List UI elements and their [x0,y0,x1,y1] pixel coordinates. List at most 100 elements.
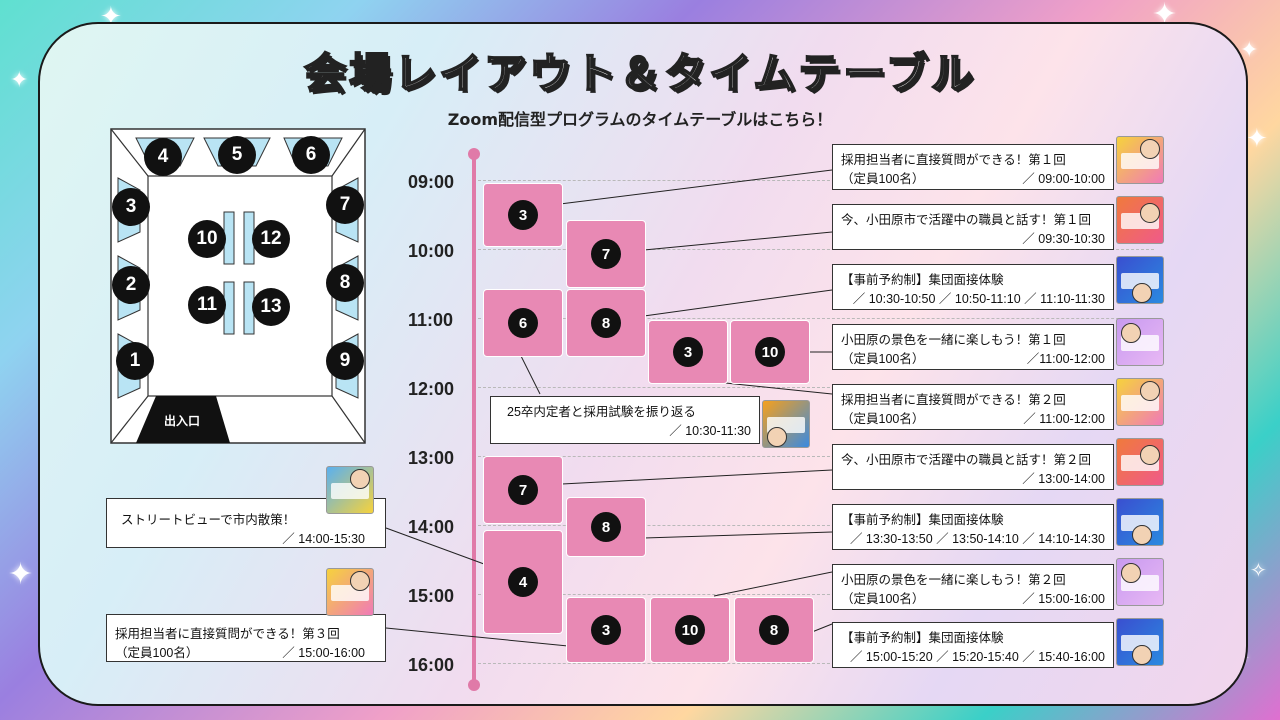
time-label: 16:00 [408,655,455,675]
event-capacity: （定員100名） [115,646,199,660]
event-title: ストリートビューで市内散策！ [121,513,296,527]
booth-12: 12 [252,220,290,258]
gridline [478,525,1154,526]
event-title: 採用担当者に直接質問ができる！第１回 [841,153,1066,167]
event-card[interactable]: 【事前予約制】集団面接体験 ／ 15:00-15:20 ／ 15:20-15:4… [832,622,1114,668]
event-title: 25卒内定者と採用試験を振り返る [507,405,696,419]
event-time: ／11:00-12:00 [1026,352,1105,366]
schedule-block[interactable]: 7 [566,220,646,288]
event-thumbnail[interactable] [1116,618,1164,666]
schedule-block[interactable]: 6 [483,289,563,357]
gridline [478,180,1154,181]
schedule-block[interactable]: 3 [648,320,728,384]
event-time: ／ 15:00-16:00 [282,646,365,660]
time-label: 12:00 [408,379,455,399]
schedule-block[interactable]: 3 [483,183,563,247]
schedule-block[interactable]: 7 [483,456,563,524]
page-title: 会場レイアウト＆タイムテーブル [303,48,976,99]
event-time: ／ 15:00-15:20 ／ 15:20-15:40 ／ 15:40-16:0… [849,650,1105,664]
event-title: 【事前予約制】集団面接体験 [841,273,1004,287]
event-time: ／ 13:30-13:50 ／ 13:50-14:10 ／ 14:10-14:3… [849,532,1105,546]
booth-number: 8 [759,615,789,645]
booth-number: 8 [591,308,621,338]
entrance-label: 出入口 [163,414,200,428]
booth-number: 3 [508,200,538,230]
event-thumbnail[interactable] [1116,256,1164,304]
gridline [478,456,1154,457]
event-thumbnail[interactable] [1116,438,1164,486]
event-time: ／ 09:30-10:30 [1022,232,1105,246]
time-label: 10:00 [408,241,455,261]
booth-4: 4 [144,138,182,176]
event-time: ／ 10:30-11:30 [669,424,751,438]
event-thumbnail[interactable] [1116,498,1164,546]
event-title: 【事前予約制】集団面接体験 [841,513,1004,527]
booth-number: 8 [591,512,621,542]
schedule-block[interactable]: 3 [566,597,646,663]
venue-map [110,128,366,444]
event-thumbnail[interactable] [1116,378,1164,426]
timeline-axis [472,152,476,686]
event-capacity: （定員100名） [841,352,925,366]
booth-number: 7 [591,239,621,269]
event-time: ／ 14:00-15:30 [282,532,365,546]
schedule-block[interactable]: 8 [734,597,814,663]
booth-5: 5 [218,136,256,174]
event-card[interactable]: 採用担当者に直接質問ができる！第２回 （定員100名）／ 11:00-12:00 [832,384,1114,430]
event-title: 今、小田原市で活躍中の職員と話す！第１回 [841,213,1092,227]
booth-3: 3 [112,188,150,226]
event-title: 小田原の景色を一緒に楽しもう！第２回 [841,573,1066,587]
schedule-block[interactable]: 10 [650,597,730,663]
booth-11: 11 [188,286,226,324]
booth-7: 7 [326,186,364,224]
event-time: ／ 11:00-12:00 [1023,412,1105,426]
event-card[interactable]: 今、小田原市で活躍中の職員と話す！第１回 ／ 09:30-10:30 [832,204,1114,250]
booth-number: 10 [675,615,705,645]
event-card[interactable]: 【事前予約制】集団面接体験 ／ 10:30-10:50 ／ 10:50-11:1… [832,264,1114,310]
time-label: 13:00 [408,448,455,468]
booth-number: 7 [508,475,538,505]
time-label: 15:00 [408,586,455,606]
timeline-start-dot [468,148,480,160]
schedule-block[interactable]: 4 [483,530,563,634]
event-card[interactable]: 25卒内定者と採用試験を振り返る ／ 10:30-11:30 [490,396,760,444]
event-thumbnail[interactable] [1116,318,1164,366]
booth-10: 10 [188,220,226,258]
event-thumbnail[interactable] [1116,558,1164,606]
event-thumbnail[interactable] [1116,196,1164,244]
time-label: 09:00 [408,172,455,192]
event-card[interactable]: ストリートビューで市内散策！ ／ 14:00-15:30 [106,498,386,548]
event-time: ／ 13:00-14:00 [1022,472,1105,486]
booth-13: 13 [252,288,290,326]
schedule-block[interactable]: 8 [566,289,646,357]
booth-number: 3 [673,337,703,367]
event-card[interactable]: 小田原の景色を一緒に楽しもう！第１回 （定員100名）／11:00-12:00 [832,324,1114,370]
sparkle-icon: ✦ [8,557,34,592]
event-thumbnail[interactable] [1116,136,1164,184]
event-card[interactable]: 今、小田原市で活躍中の職員と話す！第２回 ／ 13:00-14:00 [832,444,1114,490]
booth-9: 9 [326,342,364,380]
gridline [478,387,1154,388]
event-thumbnail[interactable] [326,568,374,616]
schedule-block[interactable]: 10 [730,320,810,384]
gridline [478,318,1154,319]
booth-2: 2 [112,266,150,304]
booth-6: 6 [292,136,330,174]
event-thumbnail[interactable] [326,466,374,514]
schedule-block[interactable]: 8 [566,497,646,557]
event-card[interactable]: 採用担当者に直接質問ができる！第１回 （定員100名）／ 09:00-10:00 [832,144,1114,190]
event-thumbnail[interactable] [762,400,810,448]
event-card[interactable]: 小田原の景色を一緒に楽しもう！第２回 （定員100名）／ 15:00-16:00 [832,564,1114,610]
event-title: 採用担当者に直接質問ができる！第３回 [115,627,340,641]
event-title: 採用担当者に直接質問ができる！第２回 [841,393,1066,407]
gridline [478,249,1154,250]
event-title: 今、小田原市で活躍中の職員と話す！第２回 [841,453,1092,467]
page-subtitle: Zoom配信型プログラムのタイムテーブルはこちら！ [447,110,833,129]
booth-number: 10 [755,337,785,367]
event-card[interactable]: 採用担当者に直接質問ができる！第３回 （定員100名） ／ 15:00-16:00 [106,614,386,662]
timeline-end-dot [468,679,480,691]
gridline [478,594,1154,595]
event-card[interactable]: 【事前予約制】集団面接体験 ／ 13:30-13:50 ／ 13:50-14:1… [832,504,1114,550]
sparkle-icon: ✧ [1250,558,1267,582]
